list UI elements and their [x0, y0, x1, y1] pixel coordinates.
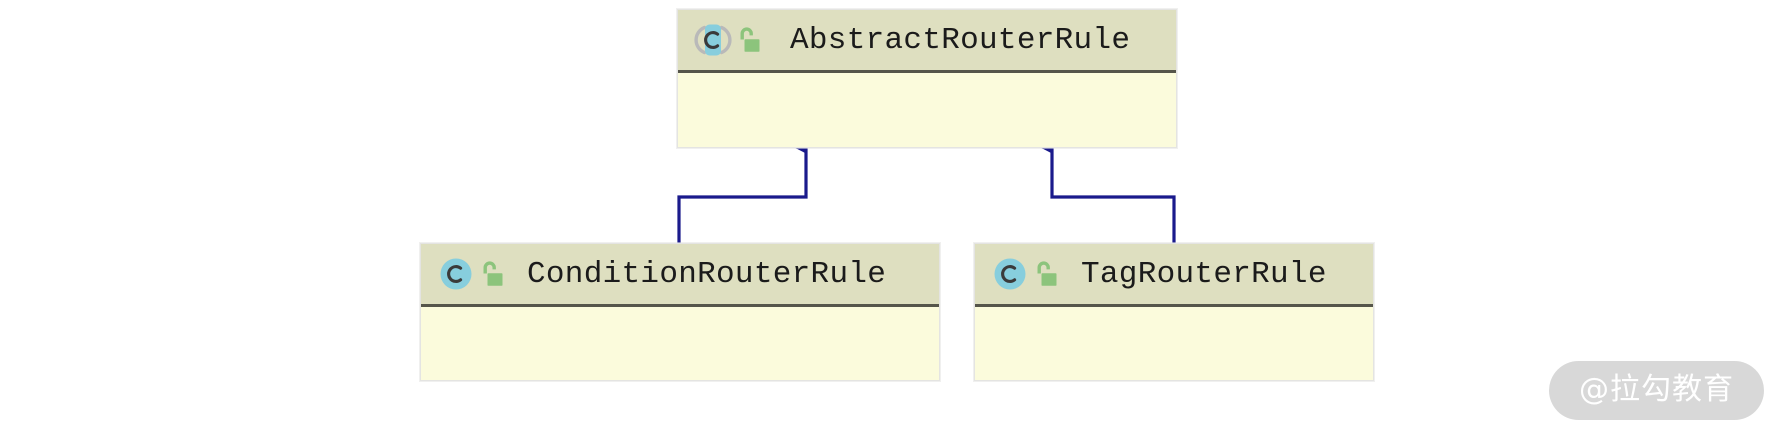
inheritance-edge-condition-router-rule[interactable] — [677, 140, 808, 243]
uml-class-header: ConditionRouterRule — [421, 244, 939, 307]
class-icon — [991, 255, 1029, 293]
uml-class-header: AbstractRouterRule — [678, 10, 1176, 73]
uml-class-name: AbstractRouterRule — [790, 22, 1131, 58]
uml-class-condition-router-rule[interactable]: ConditionRouterRule — [420, 243, 940, 381]
uml-class-abstract-router-rule[interactable]: AbstractRouterRule — [677, 9, 1177, 148]
unlocked-padlock-icon — [479, 259, 505, 289]
watermark-badge: @拉勾教育 — [1549, 361, 1764, 420]
inheritance-edge-tag-router-rule[interactable] — [1039, 140, 1176, 243]
unlocked-padlock-icon — [736, 25, 762, 55]
uml-class-tag-router-rule[interactable]: TagRouterRule — [974, 243, 1374, 381]
abstract-class-icon — [694, 21, 732, 59]
uml-class-body-compartment — [975, 307, 1373, 379]
uml-class-header: TagRouterRule — [975, 244, 1373, 307]
uml-class-name: ConditionRouterRule — [527, 256, 887, 292]
uml-class-body-compartment — [421, 307, 939, 379]
unlocked-padlock-icon — [1033, 259, 1059, 289]
watermark-text: @拉勾教育 — [1579, 372, 1734, 407]
uml-class-body-compartment — [678, 73, 1176, 146]
uml-class-name: TagRouterRule — [1081, 256, 1327, 292]
class-icon — [437, 255, 475, 293]
